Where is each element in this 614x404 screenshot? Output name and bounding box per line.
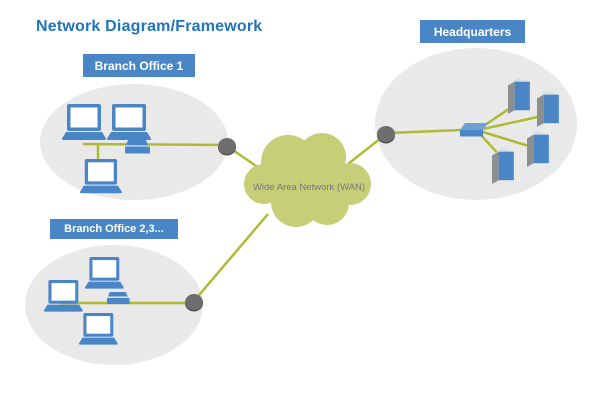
switch-server2-link	[482, 114, 543, 131]
connector-node	[218, 138, 236, 154]
label-branch-office-23: Branch Office 2,3...	[50, 219, 178, 239]
branch1-lan-link	[82, 142, 227, 147]
server-icon	[537, 90, 559, 127]
laptop-icon	[84, 257, 124, 289]
switch-server3-link	[482, 130, 533, 149]
hub-icon	[125, 140, 150, 154]
laptop-icon	[106, 104, 152, 140]
hub-icon	[107, 292, 130, 305]
server-icon	[527, 130, 549, 167]
wan-cloud	[244, 133, 371, 227]
wan-label: Wide Area Network (WAN)	[253, 182, 365, 193]
hq-switch-link	[387, 128, 463, 135]
wan-branch23-link	[193, 213, 269, 302]
server-icon	[508, 77, 530, 114]
label-headquarters: Headquarters	[420, 20, 525, 43]
laptop-icon	[79, 159, 122, 194]
page-title: Network Diagram/Framework	[36, 18, 263, 35]
label-branch-office-1: Branch Office 1	[83, 54, 195, 77]
connector-node	[185, 294, 203, 310]
laptop-icon	[43, 280, 83, 312]
connector-node	[377, 126, 395, 142]
server-icon	[492, 147, 514, 184]
laptop-icon	[78, 313, 118, 345]
laptop-icon	[61, 104, 107, 140]
connector-nodes	[185, 126, 395, 312]
branch-office-23-ellipse	[25, 245, 203, 365]
